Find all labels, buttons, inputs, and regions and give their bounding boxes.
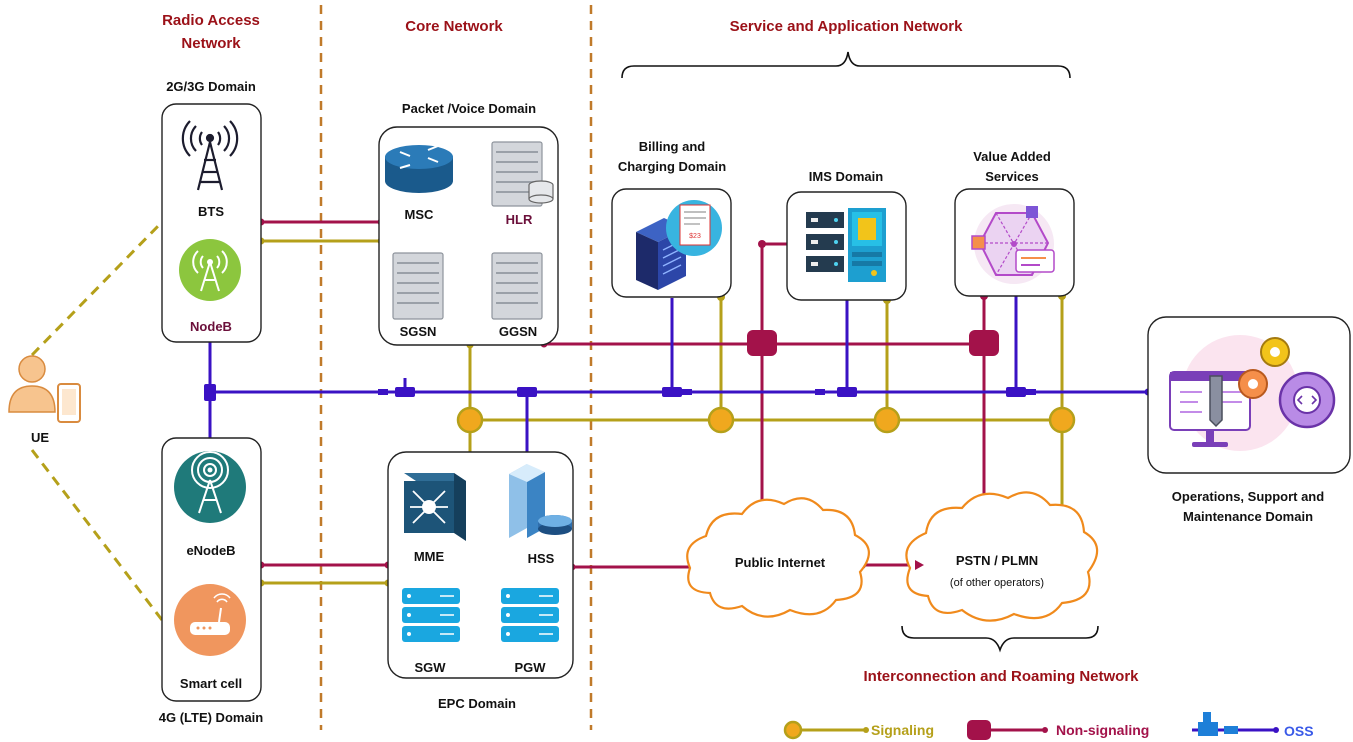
domain-label-billing-line2: Charging Domain — [618, 159, 726, 174]
domain-label-vas-line1: Value Added — [973, 149, 1051, 164]
node-label-sgw: SGW — [414, 660, 446, 675]
node-label-bts: BTS — [198, 204, 224, 219]
interconnection-brace — [901, 625, 1099, 653]
hlr-server-icon — [491, 141, 554, 207]
domain-label-packet-voice: Packet /Voice Domain — [402, 101, 536, 116]
legend-label-non-signaling: Non-signaling — [1056, 722, 1149, 738]
node-label-msc: MSC — [405, 207, 435, 222]
node-label-ue: UE — [31, 430, 49, 445]
hss-server-icon — [509, 464, 572, 538]
domain-label-ims: IMS Domain — [809, 169, 883, 184]
enodeb-antenna-icon — [174, 451, 246, 523]
domain-label-epc: EPC Domain — [438, 696, 516, 711]
node-label-hlr: HLR — [506, 212, 533, 227]
node-label-pgw: PGW — [514, 660, 546, 675]
title-radio-access-line1: Radio Access — [162, 12, 260, 29]
node-label-hss: HSS — [528, 551, 555, 566]
ue-link-lower — [30, 449, 164, 621]
domain-label-oss-line1: Operations, Support and — [1172, 489, 1324, 504]
ims-domain-box — [786, 191, 907, 301]
nodeb-antenna-icon — [179, 239, 241, 301]
legend-label-oss: OSS — [1284, 723, 1314, 739]
mme-switch-icon — [404, 473, 466, 541]
legend-item-signaling: Signaling — [783, 720, 934, 740]
pstn-plmn-cloud — [905, 491, 1099, 622]
title-interconnection-roaming: Interconnection and Roaming Network — [863, 668, 1139, 685]
sgw-server-icon — [402, 588, 460, 642]
node-label-ggsn: GGSN — [499, 324, 537, 339]
oss-t-connectors — [204, 384, 1036, 401]
non-signaling-junction-vas — [969, 330, 999, 356]
node-label-mme: MME — [414, 549, 445, 564]
bts-tower-icon — [181, 120, 239, 191]
node-label-sgsn: SGSN — [400, 324, 437, 339]
title-core-network: Core Network — [405, 18, 503, 35]
ue-link-upper — [30, 220, 164, 357]
public-internet-cloud — [686, 497, 870, 618]
node-label-enodeb: eNodeB — [186, 543, 235, 558]
domain-label-vas-line2: Services — [985, 169, 1039, 184]
domain-label-oss-line2: Maintenance Domain — [1183, 509, 1313, 524]
signaling-junctions — [456, 406, 1076, 434]
pgw-server-icon — [501, 588, 559, 642]
internet-to-pstn-arrow — [915, 560, 924, 570]
node-label-pstn-plmn: PSTN / PLMN — [956, 553, 1038, 568]
ue-user-device-icon — [8, 355, 81, 423]
node-label-pstn-subtitle: (of other operators) — [950, 577, 1044, 589]
oss-links — [208, 296, 1148, 452]
oss-monitor-gears-icon — [1169, 335, 1336, 451]
legend-item-oss: OSS — [1192, 712, 1314, 739]
node-label-nodeb: NodeB — [190, 319, 232, 334]
sgsn-server-icon — [392, 252, 444, 320]
msc-router-icon — [385, 145, 453, 193]
smart-cell-router-icon — [174, 584, 246, 656]
title-radio-access-line2: Network — [181, 35, 241, 52]
vas-network-graph-icon — [971, 204, 1055, 284]
legend-label-signaling: Signaling — [871, 722, 934, 738]
legend: Signaling Non-signaling OSS — [783, 712, 1314, 740]
ggsn-server-icon — [491, 252, 543, 320]
legend-item-non-signaling: Non-signaling — [967, 720, 1149, 740]
signaling-links — [261, 239, 1064, 585]
billing-server-icon: $23 — [636, 200, 722, 290]
title-service-application-network: Service and Application Network — [730, 18, 963, 35]
domain-label-billing-line1: Billing and — [639, 139, 706, 154]
service-network-brace — [621, 51, 1071, 79]
domain-label-lte: 4G (LTE) Domain — [159, 710, 264, 725]
non-signaling-junction-billing — [747, 330, 777, 356]
bill-price-label: $23 — [689, 233, 701, 240]
node-label-public-internet: Public Internet — [735, 555, 826, 570]
node-label-smart-cell: Smart cell — [180, 676, 242, 691]
ims-server-rack-icon — [806, 208, 886, 282]
domain-label-2g3g: 2G/3G Domain — [166, 79, 256, 94]
